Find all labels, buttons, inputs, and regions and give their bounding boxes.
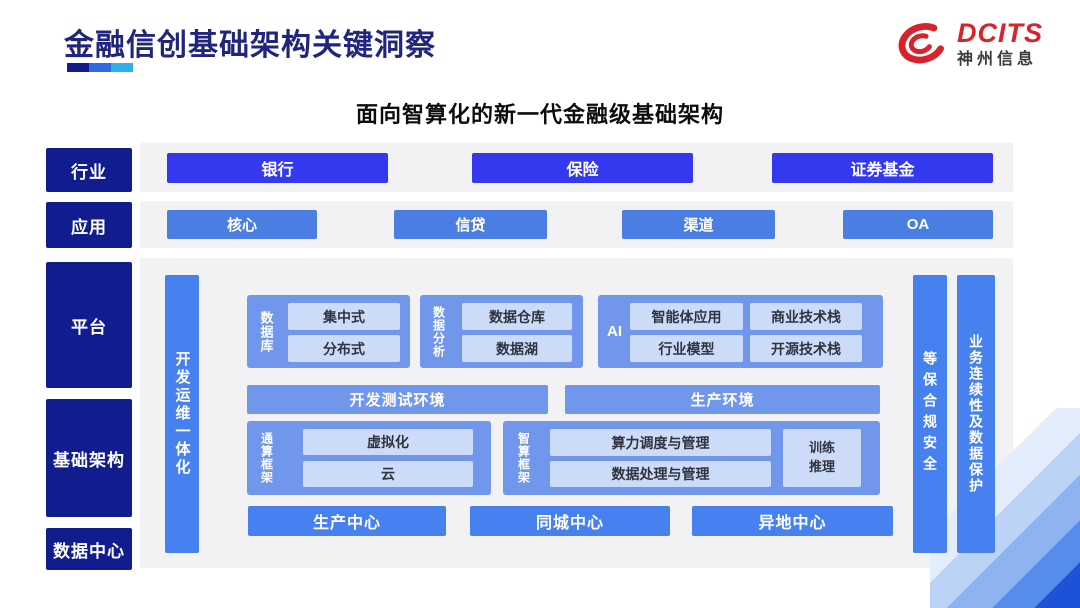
group-ai-label: AI	[607, 323, 622, 340]
security-compliance-bar: 等保合规安全	[913, 275, 947, 553]
center-production: 生产中心	[248, 506, 446, 536]
page-title: 金融信创基础架构关键洞察	[64, 29, 436, 62]
application-item-credit: 信贷	[394, 210, 547, 239]
industry-item-bank: 银行	[167, 153, 388, 183]
layer-label-application: 应用	[46, 202, 132, 248]
database-item-centralized: 集中式	[288, 303, 400, 330]
logo-company-text: 神州信息	[957, 51, 1038, 69]
general-compute-item-virtualization: 虚拟化	[303, 429, 473, 455]
industry-item-insurance: 保险	[472, 153, 693, 183]
diagram-title: 面向智算化的新一代金融级基础架构	[355, 102, 724, 127]
corner-stripes-decoration	[930, 408, 1080, 608]
layer-label-datacenter: 数据中心	[46, 528, 132, 570]
logo-brand-text: DCITS	[957, 18, 1043, 49]
group-intelligent-compute-label: 智算框架	[516, 432, 531, 484]
group-database-label: 数据库	[258, 310, 274, 353]
title-underline	[67, 63, 133, 72]
general-compute-item-cloud: 云	[303, 461, 473, 487]
ai-item-agent-app: 智能体应用	[630, 303, 743, 330]
intelligent-compute-item-training-inference: 训练推理	[783, 429, 861, 487]
analytics-item-lake: 数据湖	[462, 335, 572, 362]
env-dev-test: 开发测试环境	[247, 385, 548, 414]
center-remote: 异地中心	[692, 506, 893, 536]
group-analytics-label: 数据分析	[431, 305, 446, 358]
layer-label-platform: 平台	[46, 262, 132, 388]
application-item-oa: OA	[843, 210, 993, 239]
intelligent-compute-item-scheduling: 算力调度与管理	[550, 429, 771, 456]
ai-item-industry-model: 行业模型	[630, 335, 743, 362]
ai-item-opensource-stack: 开源技术栈	[750, 335, 862, 362]
dcits-logo-icon	[898, 23, 944, 64]
industry-item-securities: 证券基金	[772, 153, 993, 183]
database-item-distributed: 分布式	[288, 335, 400, 362]
intelligent-compute-item-data-processing: 数据处理与管理	[550, 461, 771, 487]
layer-label-industry: 行业	[46, 148, 132, 192]
layer-label-infrastructure: 基础架构	[46, 399, 132, 517]
application-item-core: 核心	[167, 210, 317, 239]
business-continuity-bar: 业务连续性及数据保护	[957, 275, 995, 553]
application-item-channel: 渠道	[622, 210, 775, 239]
company-logo: DCITS 神州信息	[891, 17, 1043, 71]
center-same-city: 同城中心	[470, 506, 670, 536]
env-production: 生产环境	[565, 385, 880, 414]
analytics-item-warehouse: 数据仓库	[462, 303, 572, 330]
devops-bar: 开发运维一体化	[165, 275, 199, 553]
group-general-compute-label: 通算框架	[259, 432, 274, 484]
ai-item-commercial-stack: 商业技术栈	[750, 303, 862, 330]
